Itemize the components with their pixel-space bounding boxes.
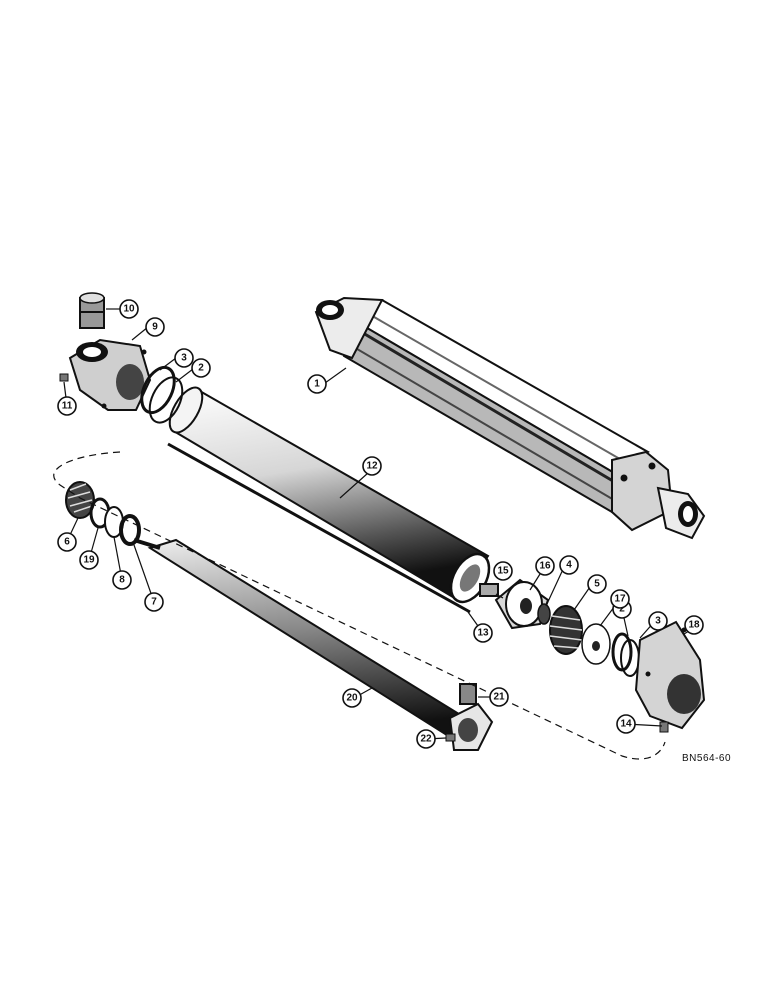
callout-1: 1 — [307, 374, 327, 394]
callout-8: 8 — [112, 570, 132, 590]
svg-text:4: 4 — [566, 560, 572, 571]
seal-rings-upper — [140, 365, 184, 424]
svg-text:16: 16 — [539, 561, 551, 572]
callout-21: 21 — [489, 687, 509, 707]
svg-text:5: 5 — [594, 579, 600, 590]
svg-text:3: 3 — [655, 616, 661, 627]
svg-text:2: 2 — [619, 604, 625, 615]
callout-9: 9 — [145, 317, 165, 337]
svg-text:8: 8 — [119, 575, 125, 586]
head-end-cap-18 — [634, 620, 706, 733]
bushing-10 — [79, 292, 105, 329]
callout-7: 7 — [144, 592, 164, 612]
callout-3-upper: 3 — [174, 348, 194, 368]
svg-text:14: 14 — [620, 719, 632, 730]
svg-text:21: 21 — [493, 692, 505, 703]
callout-5: 5 — [587, 574, 607, 594]
svg-text:1: 1 — [314, 379, 320, 390]
callout-19: 19 — [79, 550, 99, 570]
svg-text:10: 10 — [123, 304, 135, 315]
callout-4: 4 — [559, 555, 579, 575]
svg-text:13: 13 — [477, 628, 489, 639]
seal-rings-lower — [611, 632, 640, 677]
callout-2-upper: 2 — [191, 358, 211, 378]
callout-18: 18 — [684, 615, 704, 635]
callout-3-lower: 3 — [648, 611, 668, 631]
fitting-15 — [479, 583, 499, 597]
assembly-path-line — [53, 451, 666, 760]
callout-12: 12 — [362, 456, 382, 476]
svg-text:9: 9 — [152, 322, 158, 333]
tie-rod — [167, 442, 471, 614]
piston-ring-4 — [537, 603, 551, 625]
fitting-22 — [445, 733, 456, 742]
svg-text:15: 15 — [497, 566, 509, 577]
rod-eye-21 — [448, 683, 494, 751]
svg-text:7: 7 — [151, 597, 157, 608]
rod-seal-7 — [119, 514, 141, 546]
gland-nut-6 — [65, 481, 95, 519]
callout-20: 20 — [342, 688, 362, 708]
drawing-code: BN564-60 — [682, 753, 732, 764]
assembled-cylinder — [314, 296, 706, 540]
svg-text:12: 12 — [366, 461, 378, 472]
callout-17: 17 — [610, 589, 630, 609]
svg-text:17: 17 — [614, 594, 626, 605]
svg-text:18: 18 — [688, 620, 700, 631]
washers-19-8 — [89, 497, 124, 538]
svg-text:11: 11 — [62, 401, 73, 412]
svg-text:3: 3 — [181, 353, 187, 364]
callout-10: 10 — [119, 299, 139, 319]
callout-22: 22 — [416, 729, 436, 749]
packing-5 — [549, 605, 583, 655]
callout-14: 14 — [616, 714, 636, 734]
svg-text:6: 6 — [64, 537, 70, 548]
svg-text:22: 22 — [420, 734, 432, 745]
callout-16: 16 — [535, 556, 555, 576]
svg-text:2: 2 — [198, 363, 204, 374]
svg-text:19: 19 — [83, 555, 95, 566]
callout-15: 15 — [493, 561, 513, 581]
svg-text:20: 20 — [346, 693, 358, 704]
base-end-cap-9 — [68, 338, 152, 411]
callout-13: 13 — [473, 623, 493, 643]
washer-17 — [581, 623, 611, 665]
fitting-11 — [59, 373, 69, 382]
callout-6: 6 — [57, 532, 77, 552]
piston-16 — [494, 578, 550, 630]
callout-11: 11 — [57, 396, 77, 416]
